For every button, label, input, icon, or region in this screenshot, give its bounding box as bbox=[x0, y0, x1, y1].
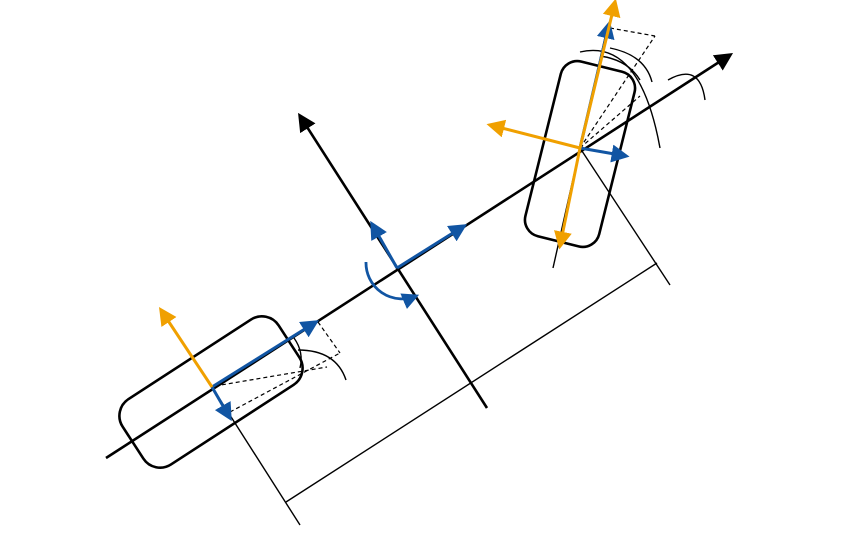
front-slip-arc-outer bbox=[579, 49, 661, 149]
front-tire-force-lateral bbox=[486, 119, 581, 150]
front-slip-construction bbox=[579, 27, 706, 149]
front-slip-arc bbox=[609, 47, 653, 83]
yaw-rate-arc bbox=[364, 261, 420, 309]
cog-longitudinal-velocity bbox=[396, 224, 468, 270]
cog-vectors bbox=[364, 220, 468, 309]
rear-wheel bbox=[118, 315, 304, 469]
front-velocity-angle-arc bbox=[667, 73, 706, 101]
front-tire-force-down bbox=[554, 147, 582, 250]
rear-longitudinal-velocity bbox=[211, 320, 320, 389]
rear-wheel-velocity-vectors bbox=[210, 320, 320, 422]
wheelbase-line bbox=[285, 262, 658, 503]
front-tire-forces bbox=[486, 0, 621, 250]
rear-lateral-velocity bbox=[210, 386, 232, 422]
front-tire-force-up bbox=[578, 0, 621, 149]
cog-lateral-velocity bbox=[370, 220, 399, 269]
rear-lateral-tire-force bbox=[159, 306, 214, 388]
front-extension-line bbox=[579, 147, 671, 286]
steering-angle-arc bbox=[599, 55, 641, 81]
rear-wheel-body bbox=[118, 315, 304, 469]
rear-slip-construction bbox=[214, 321, 347, 413]
front-lateral-velocity bbox=[579, 144, 630, 163]
rear-slip-arc bbox=[293, 337, 302, 369]
rear-slip-arc-outer bbox=[297, 349, 347, 381]
